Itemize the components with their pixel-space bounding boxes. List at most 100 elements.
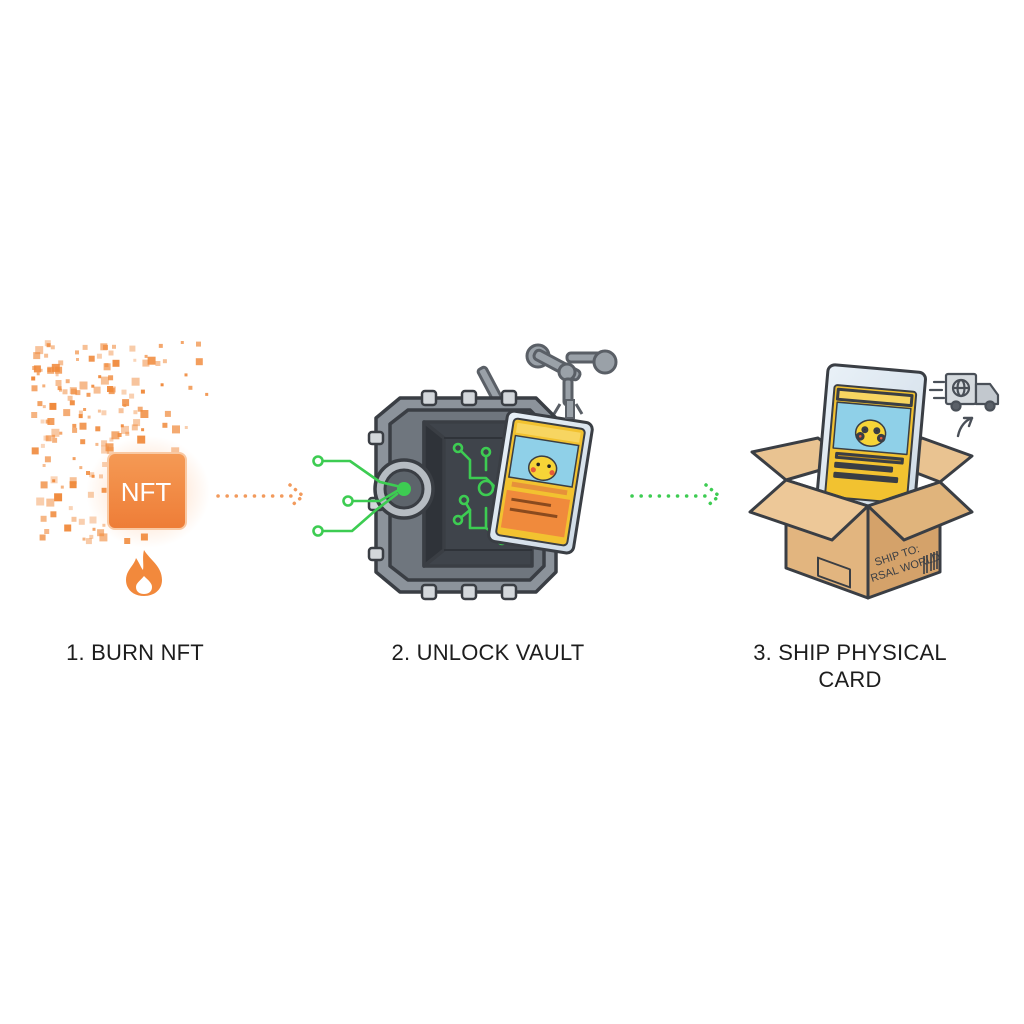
pixel-fragment [40, 419, 45, 424]
pixel-fragment [112, 359, 120, 367]
pixel-fragment [57, 386, 62, 391]
pixel-fragment [158, 343, 163, 348]
pixel-fragment [45, 419, 50, 424]
pixel-fragment [52, 479, 56, 483]
delivery-truck-icon [928, 372, 1000, 412]
pixel-fragment [63, 409, 71, 417]
pixel-fragment [47, 368, 52, 372]
pixel-fragment [42, 464, 46, 467]
pixel-fragment [39, 534, 46, 541]
pixel-fragment [121, 425, 129, 434]
pixel-fragment [69, 477, 77, 485]
vault-dial-icon [373, 458, 435, 520]
pixel-fragment [70, 388, 77, 395]
pixel-fragment [55, 366, 63, 374]
pixel-fragment [32, 366, 37, 370]
pixel-fragment [65, 379, 70, 384]
pixel-fragment [85, 538, 92, 545]
pixel-fragment [142, 359, 150, 367]
pixel-fragment [89, 516, 97, 524]
shipping-box-icon [748, 363, 974, 600]
pixel-fragment [121, 389, 127, 395]
pixel-fragment [33, 352, 41, 360]
pixel-fragment [92, 527, 96, 531]
pixel-fragment [40, 515, 47, 522]
pixel-fragment [103, 344, 108, 350]
pixel-fragment [80, 439, 86, 445]
pixel-fragment [91, 384, 95, 388]
pixel-fragment [172, 425, 180, 434]
pixel-fragment [144, 354, 148, 358]
pixel-fragment [195, 358, 203, 366]
pixel-fragment [118, 408, 124, 414]
pixel-fragment [51, 428, 60, 437]
pixel-fragment [95, 426, 101, 432]
pixel-fragment [59, 431, 63, 435]
pixel-fragment [112, 344, 116, 349]
pixel-fragment [96, 353, 102, 359]
pixel-fragment [31, 385, 38, 392]
pixel-fragment [58, 360, 64, 366]
step-1-burn-nft: NFT [31, 340, 305, 596]
pixel-fragment [60, 485, 64, 489]
pixel-fragment [44, 529, 50, 534]
pixel-fragment [98, 375, 102, 379]
pixel-fragment [82, 344, 88, 350]
pixel-fragment [101, 410, 107, 416]
pixel-fragment [82, 537, 86, 541]
pixel-fragment [42, 405, 46, 409]
pixel-fragment [44, 456, 51, 463]
pixel-fragment [108, 388, 115, 395]
pixel-fragment [129, 393, 135, 399]
pixel-fragment [147, 356, 156, 365]
pixel-fragment [76, 358, 79, 361]
pixel-fragment [69, 481, 77, 489]
pixel-fragment [72, 457, 76, 461]
pixel-fragment [141, 428, 145, 432]
flame-icon [126, 550, 162, 596]
pixel-fragment [31, 447, 39, 455]
pixel-fragment [52, 434, 56, 438]
pixel-fragment [180, 341, 184, 344]
step-1-label: 1. BURN NFT [66, 640, 204, 665]
pixel-fragment [108, 350, 114, 356]
pixel-fragment [83, 408, 87, 411]
pixel-fragment [78, 414, 83, 419]
pixel-fragment [101, 440, 108, 447]
pixel-fragment [184, 373, 188, 377]
pixel-fragment [160, 383, 164, 387]
pixel-fragment [205, 392, 209, 396]
pixel-fragment [99, 533, 108, 542]
pixel-fragment [36, 497, 45, 506]
pixel-fragment [62, 389, 68, 395]
pixel-fragment [79, 422, 87, 430]
pixel-fragment [131, 424, 138, 431]
circuit-icon [312, 442, 508, 546]
pixel-fragment [59, 388, 62, 392]
pixel-fragment [72, 423, 77, 428]
pixel-fragment [55, 373, 59, 377]
pixel-fragment [129, 345, 136, 352]
graded-card-icon [487, 409, 594, 555]
pixel-fragment [78, 410, 83, 415]
pixel-fragment [69, 400, 75, 406]
pixel-fragment [46, 343, 51, 348]
step-2-label: 2. UNLOCK VAULT [391, 640, 585, 665]
pixel-fragment [184, 426, 188, 429]
pixel-fragment [117, 433, 122, 437]
pixel-fragment [86, 392, 91, 397]
pixel-fragment [164, 410, 171, 417]
pixel-fragment [49, 402, 57, 410]
pixel-fragment [125, 431, 130, 436]
pixel-fragment [75, 390, 81, 396]
pixel-fragment [88, 355, 95, 362]
pixel-fragment [71, 516, 77, 522]
pixel-fragment [131, 377, 140, 386]
pixel-fragment [133, 410, 138, 415]
pixel-fragment [45, 435, 52, 442]
pixel-fragment [46, 498, 55, 507]
graded-card-icon [815, 363, 927, 514]
pixel-fragment [97, 409, 101, 413]
pixel-fragment [108, 375, 114, 381]
